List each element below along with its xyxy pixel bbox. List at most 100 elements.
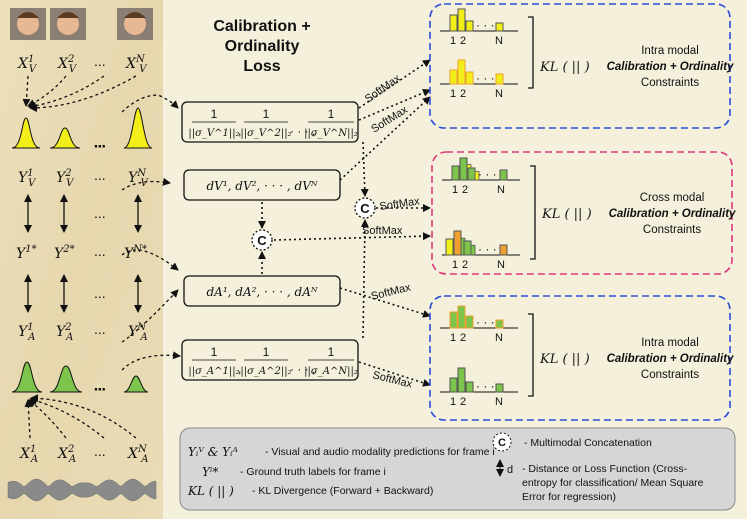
histogram-tick: 1 — [450, 332, 456, 344]
svg-text:SoftMax: SoftMax — [379, 195, 421, 213]
svg-text:...: ... — [94, 443, 106, 459]
video-gaussian-2 — [49, 127, 81, 149]
concat-node-center: C — [251, 229, 273, 251]
svg-text:YN*: YN* — [124, 244, 147, 262]
histogram-bar — [457, 59, 466, 85]
histogram-bar — [465, 315, 474, 329]
histogram-bar — [449, 377, 458, 393]
video-frames — [10, 8, 153, 40]
panel-caption-line-1: Intra modal — [641, 337, 699, 349]
svg-text:1: 1 — [263, 107, 270, 121]
histogram-tick: N — [495, 396, 503, 408]
svg-text:X2A: X2A — [57, 444, 76, 465]
svg-text:Y1A: Y1A — [18, 322, 35, 343]
panel-caption-line-3: Constraints — [641, 369, 699, 381]
histogram-bar — [449, 311, 458, 329]
histogram-tick: N — [495, 332, 503, 344]
svg-text:,: , — [238, 362, 241, 376]
panel-caption-line-3: Constraints — [641, 77, 699, 89]
svg-text:...: ... — [94, 377, 106, 393]
svg-text:C: C — [257, 233, 267, 248]
histogram-bar — [499, 169, 508, 181]
svg-text:1: 1 — [328, 107, 335, 121]
loss-title: Calibration + Ordinality Loss — [213, 18, 310, 75]
svg-text:Y2*: Y2* — [54, 244, 75, 262]
kl-divergence-label: KL ( || ) — [541, 207, 592, 222]
histogram-tick: 2 — [462, 184, 468, 196]
svg-text:Error for regression): Error for regression) — [522, 491, 616, 503]
panel-caption-line-3: Constraints — [643, 224, 701, 236]
histogram-tick: N — [495, 35, 503, 47]
svg-text:||σ_V^1||₂: ||σ_V^1||₂ — [188, 128, 239, 139]
svg-text:X1A: X1A — [19, 444, 38, 465]
svg-text:...: ... — [94, 243, 106, 259]
audio-input-arrows — [24, 394, 137, 439]
svg-text:||σ_V^N||₂: ||σ_V^N||₂ — [304, 128, 358, 139]
histogram-tick: 1 — [450, 88, 456, 100]
svg-text:SoftMax: SoftMax — [369, 104, 410, 136]
svg-text:||σ_A^N||₂: ||σ_A^N||₂ — [304, 366, 358, 377]
histogram-tick: 2 — [460, 396, 466, 408]
svg-text:1: 1 — [211, 345, 218, 359]
svg-text:dV¹, dV², · · · , dVᴺ: dV¹, dV², · · · , dVᴺ — [206, 179, 317, 193]
panel-caption-line-1: Cross modal — [640, 192, 705, 204]
legend-text-ground-truth: - Ground truth labels for frame i — [240, 466, 386, 478]
panel-caption-line-2: Calibration + Ordinality — [607, 61, 734, 73]
svg-text:Yⁱ*: Yⁱ* — [202, 465, 218, 479]
svg-text:...: ... — [94, 285, 106, 301]
histogram-tick: N — [497, 259, 505, 271]
audio-variance-box: 1 ||σ_A^1||₂ , 1 ||σ_A^2||₂ · · · , 1 ||… — [181, 339, 359, 381]
face-frame-1-icon — [10, 8, 46, 40]
histogram-bar — [495, 22, 504, 32]
panel-caption-line-2: Calibration + Ordinality — [609, 208, 736, 220]
legend-text-predictions: - Visual and audio modality predictions … — [265, 446, 495, 458]
audio-gaussian-2 — [49, 365, 83, 393]
histogram-bar — [465, 20, 474, 32]
svg-text:...: ... — [94, 205, 106, 221]
face-frame-2-icon — [50, 8, 86, 40]
svg-text:C: C — [360, 201, 370, 216]
svg-text:,: , — [238, 124, 241, 138]
svg-text:YNA: YNA — [128, 322, 148, 343]
histogram-bar — [495, 73, 504, 85]
video-input-ellipsis: ... — [94, 53, 106, 69]
svg-text:||σ_A^2||₂: ||σ_A^2||₂ — [240, 366, 291, 377]
kl-divergence-label: KL ( || ) — [539, 60, 590, 75]
legend-concat-icon — [492, 432, 512, 452]
video-distance-box: dV¹, dV², · · · , dVᴺ — [183, 169, 341, 201]
histogram-tick: N — [497, 184, 505, 196]
histogram-bar — [465, 71, 474, 85]
softmax-labels: SoftMax SoftMax SoftMax SoftMax SoftMax … — [362, 72, 421, 391]
svg-text:XNA: XNA — [127, 444, 148, 465]
histogram-bar — [499, 244, 508, 256]
audio-waveform-icon — [7, 478, 157, 502]
histogram-bar — [474, 171, 480, 181]
histogram-bar — [457, 8, 466, 32]
svg-text:· · ·: · · · — [476, 71, 495, 85]
svg-text:1: 1 — [328, 345, 335, 359]
legend-text-concat: - Multimodal Concatenation — [524, 437, 652, 449]
svg-text:Loss: Loss — [243, 58, 280, 75]
histogram-bar — [467, 167, 476, 181]
panel-caption-line-2: Calibration + Ordinality — [607, 353, 734, 365]
video-gt-arrows: ... — [24, 194, 142, 233]
video-gaussians: ... — [11, 107, 153, 151]
svg-text:· · · ,: · · · , — [290, 362, 315, 376]
histogram-tick: 2 — [462, 259, 468, 271]
audio-gaussian-1 — [11, 361, 43, 393]
video-gaussian-ellipsis: ... — [94, 134, 106, 150]
legend-symbol-kl: KL ( || ) — [187, 484, 234, 498]
histogram-bar — [470, 244, 476, 256]
svg-text:· · · ,: · · · , — [290, 124, 315, 138]
svg-text:Yᵢⱽ & Yᵢᴬ: Yᵢⱽ & Yᵢᴬ — [188, 445, 238, 459]
legend-text-distance: - Distance or Loss Function (Cross- — [522, 463, 688, 475]
svg-text:SoftMax: SoftMax — [370, 281, 413, 303]
